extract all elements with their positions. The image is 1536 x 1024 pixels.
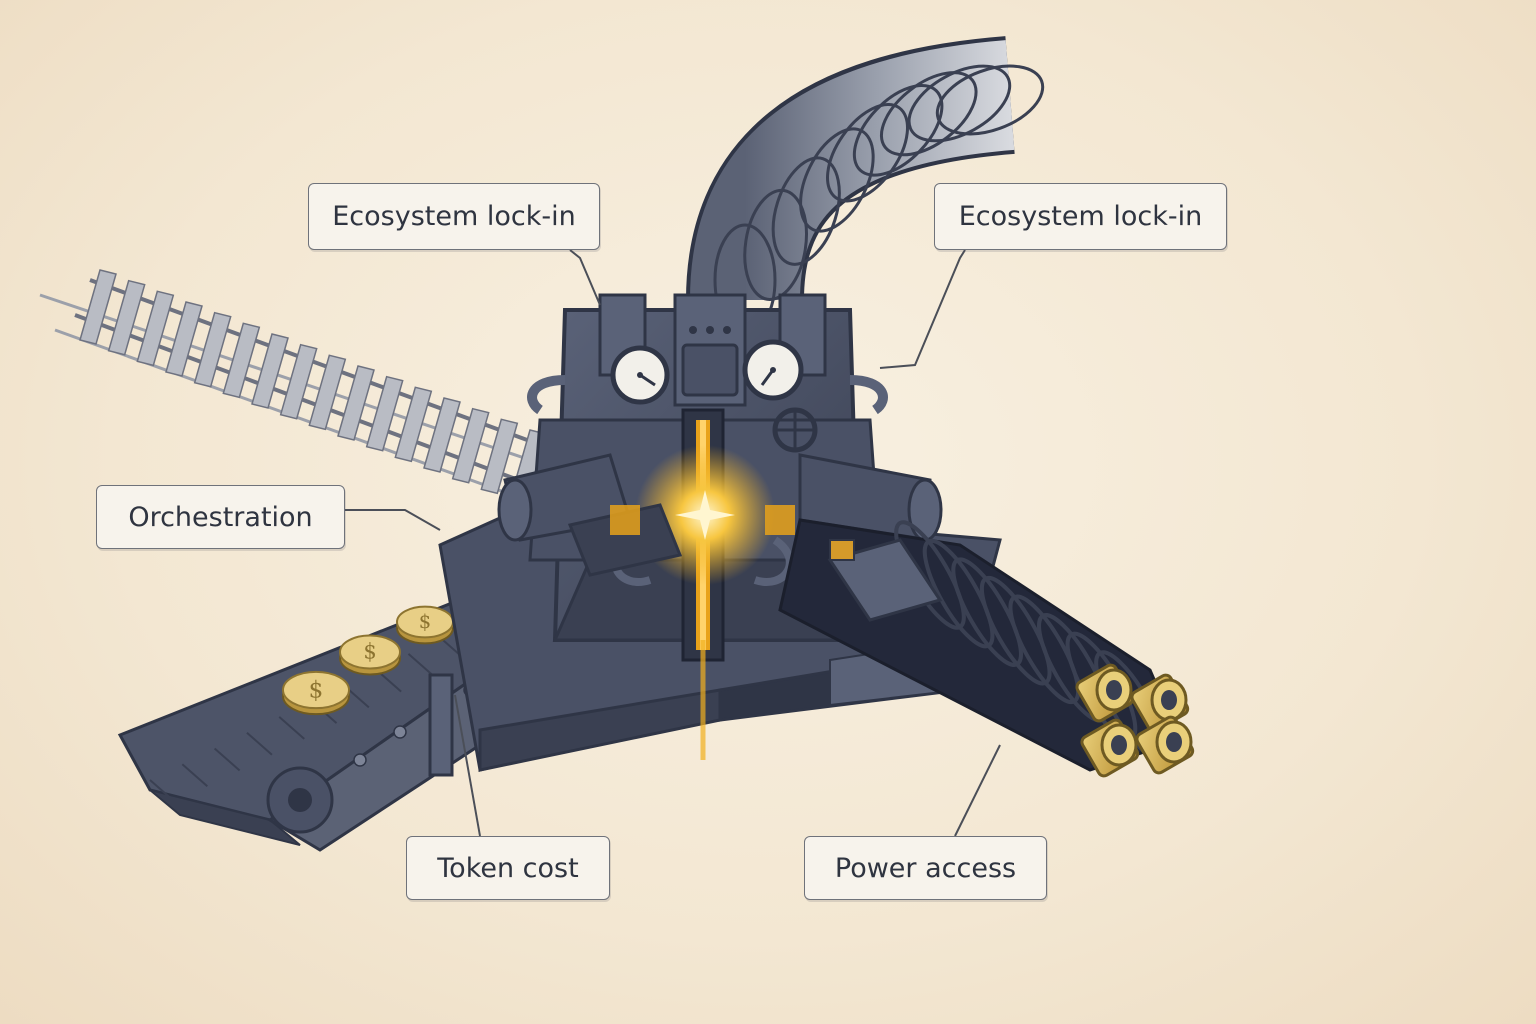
brass-connector-icon (1080, 718, 1140, 778)
belt-slat (181, 763, 208, 787)
hose-ring (743, 188, 808, 301)
rail-track (39, 269, 561, 507)
belt-slat (407, 653, 435, 677)
hose-ring (771, 156, 841, 266)
callout-power-access: Power access (804, 836, 1047, 900)
rail-tie (337, 365, 375, 441)
gauge-left-icon (610, 345, 670, 405)
hose-ring (935, 64, 1045, 136)
rail-tie (165, 301, 203, 377)
coin-icon: $ (396, 605, 454, 645)
belt-slat (213, 747, 241, 772)
rail-tie (279, 343, 318, 420)
callout-token-cost: Token cost (406, 836, 610, 900)
rail-tie (308, 354, 347, 431)
callout-orchestration: Orchestration (96, 485, 345, 549)
left-nozzle (497, 453, 683, 577)
rail-tie (222, 322, 261, 399)
svg-text:$: $ (419, 610, 431, 633)
curved-hose (686, 36, 1045, 337)
bolt (393, 725, 407, 739)
coin-icon: $ (339, 634, 401, 676)
callout-ecosystem-lock-in-left: Ecosystem lock-in (308, 183, 600, 250)
hose-ring (907, 64, 1012, 143)
rail-tie (136, 290, 175, 367)
callout-ecosystem-lock-in-right: Ecosystem lock-in (934, 183, 1227, 250)
rail-tie (480, 418, 519, 495)
rail-tie (394, 386, 433, 463)
belt-slat (246, 731, 273, 756)
brass-connectors (1075, 663, 1195, 778)
rail-tie (423, 397, 461, 473)
belt-slat (149, 779, 176, 803)
rail-tie (79, 269, 117, 345)
rail-tie (107, 279, 146, 356)
brass-connector-icon (1075, 663, 1135, 723)
gauge-right-icon (742, 339, 804, 401)
svg-text:$: $ (309, 677, 324, 703)
rail-tie (251, 333, 289, 409)
brass-connector-icon (1135, 715, 1195, 775)
belt-slat (278, 716, 305, 740)
valve-wheel-icon (772, 407, 818, 453)
leader-lines (345, 249, 1001, 837)
bolt (353, 753, 367, 767)
hose-ring (879, 71, 978, 157)
rail-tie (193, 311, 232, 388)
rail-tie (451, 407, 490, 484)
rail-tie (365, 375, 404, 452)
coin-icon: $ (282, 670, 350, 716)
svg-text:$: $ (363, 640, 376, 664)
